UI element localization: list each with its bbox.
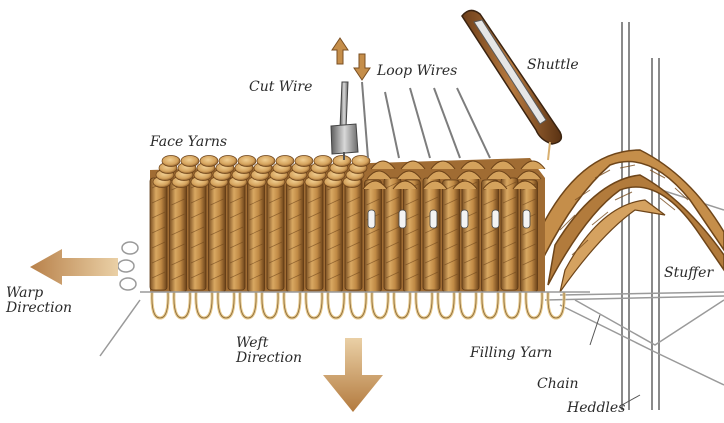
cut-wire-tool (331, 82, 358, 160)
filling-loop-outline (196, 292, 212, 318)
loop-hole (523, 210, 530, 228)
warp-direction-arrow (30, 249, 118, 285)
filling-loop-outline (284, 292, 300, 318)
cut-wire-up-arrow (332, 38, 348, 64)
pile-column (345, 178, 362, 290)
loop-hole (399, 210, 406, 228)
filling-loop-outline (152, 292, 168, 318)
loop-hole (368, 210, 375, 228)
pile-column (443, 180, 460, 292)
filling-loop-outline (438, 292, 454, 318)
loop-wires-label: Loop Wires (377, 64, 457, 78)
filling-loop-outline (174, 292, 190, 318)
leader-lines (590, 315, 640, 405)
pile-column (326, 180, 343, 292)
filling-yarn-label: Filling Yarn (470, 346, 552, 360)
filling-loop-outline (482, 292, 498, 318)
face-yarns-label: Face Yarns (150, 135, 227, 149)
weft-direction-label: Weft Direction (236, 336, 316, 366)
filling-loop-outline (350, 292, 366, 318)
pile-column (501, 178, 518, 290)
warp-direction-label: Warp Direction (6, 286, 91, 316)
pile-column (267, 178, 284, 290)
face-yarn-end (238, 156, 256, 167)
pile-column (228, 178, 245, 290)
filling-loop-outline (306, 292, 322, 318)
filling-loop-outline (372, 292, 388, 318)
filling-loop-outline (328, 292, 344, 318)
pile-column (521, 180, 538, 292)
loop-hole (430, 210, 437, 228)
pile-column (365, 180, 382, 292)
loop-wires (362, 82, 490, 158)
face-yarn-end (314, 156, 332, 167)
face-yarn-end (333, 156, 351, 167)
filling-loop-outline (218, 292, 234, 318)
pile-column (150, 178, 167, 290)
face-yarn-end (257, 156, 275, 167)
loop-wire-down-arrow (354, 54, 370, 80)
filling-yarn-loops (140, 292, 590, 318)
stuffer-label: Stuffer (664, 266, 713, 280)
loop-top (371, 161, 395, 169)
face-yarn-end (219, 156, 237, 167)
pile-column (189, 178, 206, 290)
face-yarn-end (162, 156, 180, 167)
loop-hole (461, 210, 468, 228)
pile-column (287, 180, 304, 292)
filling-loop-outline (240, 292, 256, 318)
filling-loop-outline (416, 292, 432, 318)
filling-loop-outline (262, 292, 278, 318)
loop-hole (492, 210, 499, 228)
filling-loop-outline (504, 292, 520, 318)
pile-column (384, 178, 401, 290)
shuttle-tool (462, 10, 561, 160)
pile-column (404, 180, 421, 292)
pile-column (248, 180, 265, 292)
face-yarn-end (181, 156, 199, 167)
face-yarn-end (200, 156, 218, 167)
weft-direction-arrow (323, 338, 383, 412)
filling-loop-outline (394, 292, 410, 318)
face-yarn-end (276, 156, 294, 167)
pile-column (482, 180, 499, 292)
shuttle-label: Shuttle (527, 58, 579, 72)
pile-column (462, 178, 479, 290)
filling-loop-outline (526, 292, 542, 318)
pile-column (209, 180, 226, 292)
heddles-label: Heddles (567, 401, 625, 415)
pile-column (423, 178, 440, 290)
cut-wire-label: Cut Wire (249, 80, 312, 94)
pile-column (170, 180, 187, 292)
filling-loop-outline (460, 292, 476, 318)
pile-column (306, 178, 323, 290)
chain-label: Chain (537, 377, 579, 391)
face-yarn-end (295, 156, 313, 167)
